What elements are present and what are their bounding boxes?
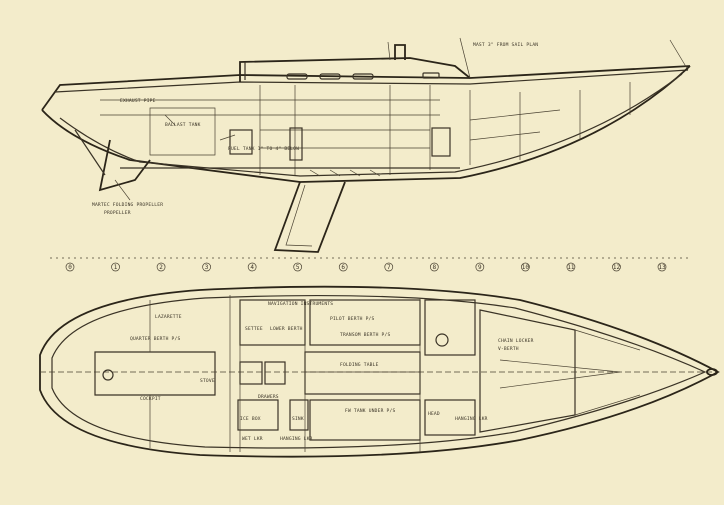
- ballast-note-label: BALLAST TANK: [165, 122, 201, 128]
- station-circle: [65, 262, 75, 272]
- station-circle: [657, 262, 667, 272]
- vberth-label: V-BERTH: [498, 346, 519, 352]
- station-circle: [156, 262, 166, 272]
- station-number: 6: [341, 264, 345, 271]
- station-circle: [247, 262, 257, 272]
- folding-prop-label: MARTEC FOLDING PROPELLER: [92, 202, 163, 208]
- station-circle: [384, 262, 394, 272]
- quarter-berth-label: QUARTER BERTH P/S: [130, 336, 180, 342]
- station-circle: [521, 262, 530, 272]
- station-circle: [293, 262, 303, 272]
- station-number: 7: [387, 264, 391, 271]
- station-number: 8: [432, 264, 436, 271]
- station-circle: [111, 262, 120, 272]
- cockpit-label: COCKPIT: [140, 396, 161, 402]
- station-number: 12: [613, 264, 621, 271]
- chain-locker-label: CHAIN LOCKER: [498, 338, 534, 344]
- transom-berth-label: TRANSOM BERTH P/S: [340, 332, 390, 338]
- station-circle: [429, 262, 439, 272]
- pilot-berth-label: PILOT BERTH P/S: [330, 316, 375, 322]
- station-number: 1: [114, 264, 118, 271]
- settee-label: SETTEE: [245, 326, 263, 332]
- fuel-tank-note-label: FUEL TANK 1" TO 4" BELOW: [228, 146, 299, 152]
- station-number: 11: [567, 264, 575, 271]
- station-circle: [202, 262, 211, 272]
- sink-label: SINK: [292, 416, 304, 422]
- station-circle: [612, 262, 621, 272]
- mast-note-label: MAST 3" FROM SAIL PLAN: [473, 42, 538, 48]
- station-circle: [566, 262, 576, 272]
- station-number: 10: [522, 264, 530, 271]
- hanging-locker-2-label: HANGING LKR: [280, 436, 313, 442]
- station-circle: [475, 262, 485, 272]
- fw-tank-label: FW TANK UNDER P/S: [345, 408, 395, 414]
- icebox-label: ICE BOX: [240, 416, 261, 422]
- station-number: 4: [250, 264, 254, 271]
- lower-berth-label: LOWER BERTH: [270, 326, 303, 332]
- station-number: 5: [296, 264, 300, 271]
- station-circle: [338, 262, 348, 272]
- profile-view: [41, 37, 691, 253]
- prop-label: PROPELLER: [104, 210, 131, 216]
- plan-view: [39, 285, 720, 458]
- wet-locker-label: WET LKR: [242, 436, 263, 442]
- station-number: 13: [658, 264, 666, 271]
- station-number: 3: [205, 264, 209, 271]
- stove-label: STOVE: [200, 378, 215, 384]
- navigation-label: NAVIGATION INSTRUMENTS: [268, 301, 333, 307]
- station-number: 2: [159, 264, 163, 271]
- station-number: 0: [68, 264, 72, 271]
- exhaust-label: EXHAUST PIPE: [120, 98, 156, 104]
- station-number: 9: [478, 264, 482, 271]
- drawers-label: DRAWERS: [258, 394, 279, 400]
- head-label: HEAD: [428, 411, 440, 417]
- folding-table-label: FOLDING TABLE: [340, 362, 379, 368]
- hanging-locker-label: HANGING LKR: [455, 416, 488, 422]
- lazarette-label: LAZARETTE: [155, 314, 182, 320]
